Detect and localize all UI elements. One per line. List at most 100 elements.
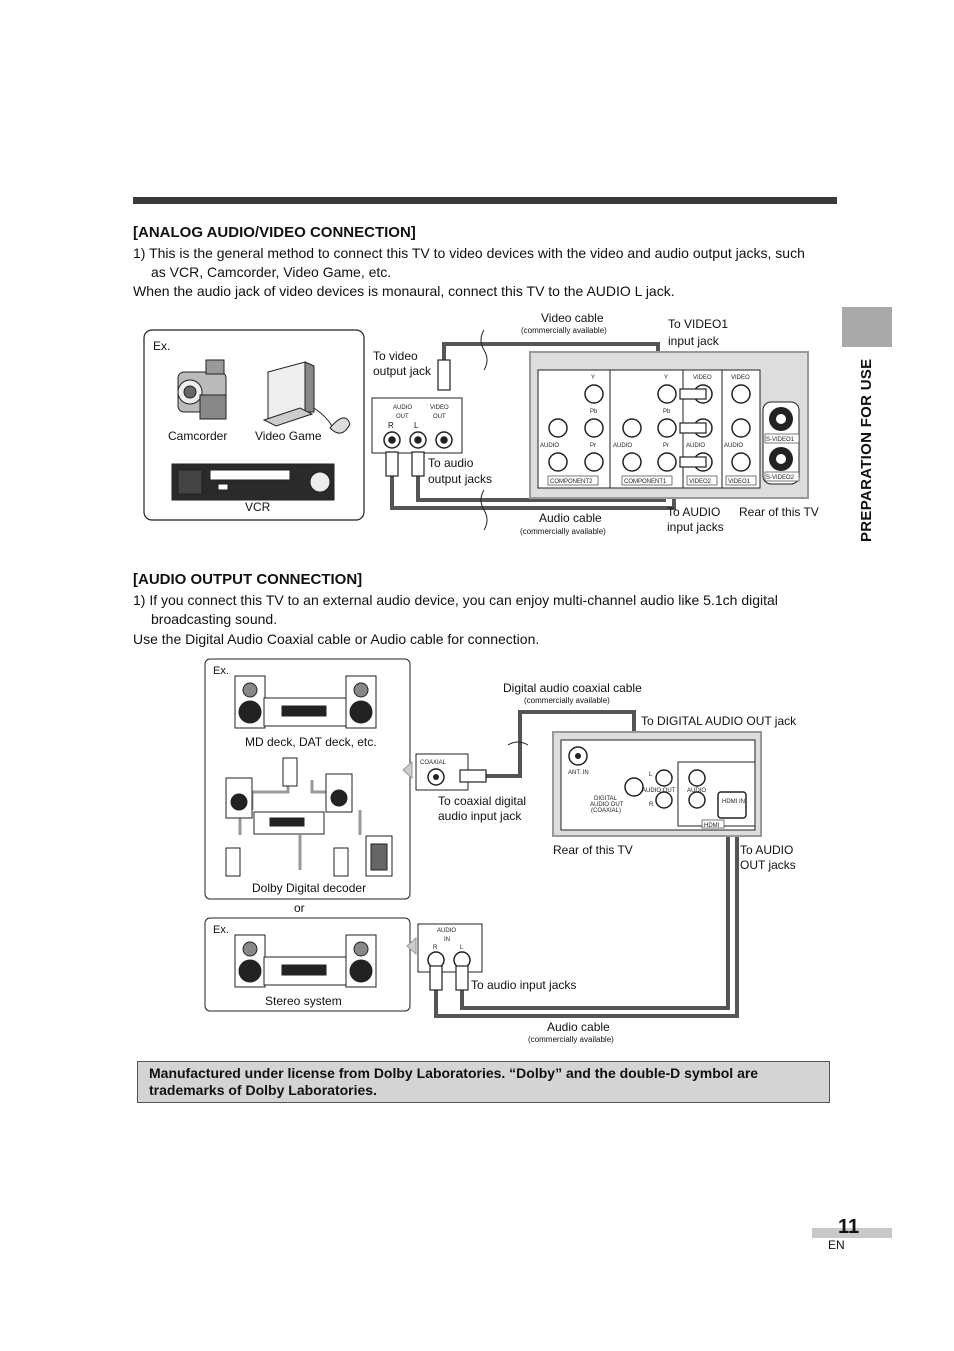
hdmi-label: HDMI <box>704 823 720 829</box>
ex1-label: Ex. <box>213 665 229 677</box>
dolby-decoder-label: Dolby Digital decoder <box>252 881 366 895</box>
to-video1-2: input jack <box>668 334 720 348</box>
tv-video-label: VIDEO <box>693 375 712 381</box>
break-mark <box>480 489 488 531</box>
to-coaxial-1: To coaxial digital <box>438 794 526 808</box>
digital-cable-note: (commercially available) <box>524 696 610 705</box>
tv-audio-out-jacks <box>655 769 706 809</box>
analog-step1b: as VCR, Camcorder, Video Game, etc. <box>151 264 392 280</box>
side-tab-marker <box>842 307 892 347</box>
r-label: R <box>388 421 394 430</box>
vcr-icon <box>171 463 335 501</box>
video-cable-note: (commercially available) <box>521 326 607 335</box>
tv-l-label: L <box>649 772 653 778</box>
to-audio-output-1: To audio <box>428 456 474 470</box>
dolby-line-2: trademarks of Dolby Laboratories. <box>149 1082 377 1098</box>
analog-heading: [ANALOG AUDIO/VIDEO CONNECTION] <box>133 224 416 241</box>
digital-cable-label: Digital audio coaxial cable <box>503 681 642 695</box>
digital-label-2: AUDIO OUT <box>590 802 624 808</box>
audio-out-label-1: AUDIO <box>393 405 412 411</box>
tv-r-label: R <box>649 802 654 808</box>
to-audio-out-1: To AUDIO <box>740 843 793 857</box>
audio-out-diagram: Ex. MD deck, DAT deck, etc. Dolby Digita… <box>204 658 797 1044</box>
audio-out-step1b: broadcasting sound. <box>151 611 278 627</box>
tv-y-label: Y <box>591 375 595 381</box>
audio-out-note: Use the Digital Audio Coaxial cable or A… <box>133 631 540 647</box>
dolby-trademark-note: Manufactured under license from Dolby La… <box>137 1061 830 1103</box>
to-audio-input-2: input jacks <box>667 520 724 534</box>
tv-pb-label: Pb <box>663 409 671 415</box>
tv-video-label: VIDEO <box>731 375 750 381</box>
pointer-arrow <box>402 760 413 780</box>
component1-tag <box>621 475 673 486</box>
page-number: 11 <box>838 1216 860 1238</box>
to-video-output-1: To video <box>373 349 418 363</box>
video-game-label: Video Game <box>255 429 322 443</box>
to-audio-out-2: OUT jacks <box>740 858 796 872</box>
to-video1-1: To VIDEO1 <box>668 317 728 331</box>
video2-label: VIDEO2 <box>689 479 712 485</box>
tv-audio-label-2: AUDIO <box>687 788 706 794</box>
tv-y-label: Y <box>664 375 668 381</box>
ex-label: Ex. <box>153 339 170 353</box>
md-deck-label: MD deck, DAT deck, etc. <box>245 735 377 749</box>
audio-cable-label: Audio cable <box>539 511 602 525</box>
stereo-label: Stereo system <box>265 994 342 1008</box>
md-deck-icon <box>234 675 377 729</box>
ex2-label: Ex. <box>213 924 229 936</box>
dolby-decoder-icon <box>225 757 393 877</box>
svideo1-tag <box>764 433 800 444</box>
ant-in-label: ANT. IN <box>568 770 589 776</box>
tv-audio-label: AUDIO <box>613 443 632 449</box>
coaxial-label: COAXIAL <box>420 760 447 766</box>
video2-tag <box>686 475 718 486</box>
video-out-label-2: OUT <box>433 414 446 420</box>
video-game-icon <box>262 361 351 434</box>
audio-in-jacks <box>427 951 471 969</box>
svideo2-label: S-VIDEO2 <box>766 475 795 481</box>
audio-out-step1: 1) If you connect this TV to an external… <box>133 592 778 608</box>
l-label: L <box>414 421 419 430</box>
analog-step1: 1) This is the general method to connect… <box>133 245 805 261</box>
video-out-label-1: VIDEO <box>430 405 449 411</box>
analog-plugs <box>385 359 451 477</box>
audio-cable-label-2: Audio cable <box>547 1020 610 1034</box>
component1-label: COMPONENT1 <box>624 479 667 485</box>
analog-note: When the audio jack of video devices is … <box>133 283 675 299</box>
to-audio-input-label: To audio input jacks <box>471 978 576 992</box>
audio-out-heading: [AUDIO OUTPUT CONNECTION] <box>133 571 363 588</box>
or-label: or <box>294 901 305 915</box>
audio-out-label-2: OUT <box>396 414 409 420</box>
video-cable-label: Video cable <box>541 311 604 325</box>
rear-tv-label-2: Rear of this TV <box>553 843 633 857</box>
audio-cable-note: (commercially available) <box>520 527 606 536</box>
tv-pr-label: Pr <box>590 443 596 449</box>
page-lang: EN <box>828 1238 845 1252</box>
audio-in-label-1: AUDIO <box>437 928 456 934</box>
page-number-bar <box>812 1228 892 1238</box>
hdmi-in-label: HDMI IN <box>722 799 745 805</box>
tv-pr-label: Pr <box>663 443 669 449</box>
component2-tag <box>547 475 599 486</box>
camcorder-label: Camcorder <box>168 429 227 443</box>
tv-audio-label: AUDIO <box>540 443 559 449</box>
audio-in-label-2: IN <box>444 937 450 943</box>
rear-tv-label: Rear of this TV <box>739 505 819 519</box>
tv-rear-panel <box>537 369 761 489</box>
digital-label-3: (COAXIAL) <box>591 808 621 814</box>
video1-label: VIDEO1 <box>728 479 751 485</box>
top-rule <box>133 197 837 204</box>
analog-diagram: Ex. Camcorder Video Game VCR AUDIO OUT V… <box>143 311 819 536</box>
stereo-system-icon <box>234 934 377 988</box>
dolby-line-1: Manufactured under license from Dolby La… <box>149 1065 759 1081</box>
digital-out-jack <box>624 777 644 797</box>
svideo1-label: S-VIDEO1 <box>766 437 795 443</box>
to-audio-input-1: To AUDIO <box>667 505 720 519</box>
video1-tag <box>725 475 757 486</box>
to-coaxial-2: audio input jack <box>438 809 522 823</box>
hdmi-port <box>717 791 747 819</box>
vcr-label: VCR <box>245 500 271 514</box>
to-video-output-2: output jack <box>373 364 432 378</box>
component2-label: COMPONENT2 <box>550 479 593 485</box>
pointer-arrow <box>406 936 417 956</box>
